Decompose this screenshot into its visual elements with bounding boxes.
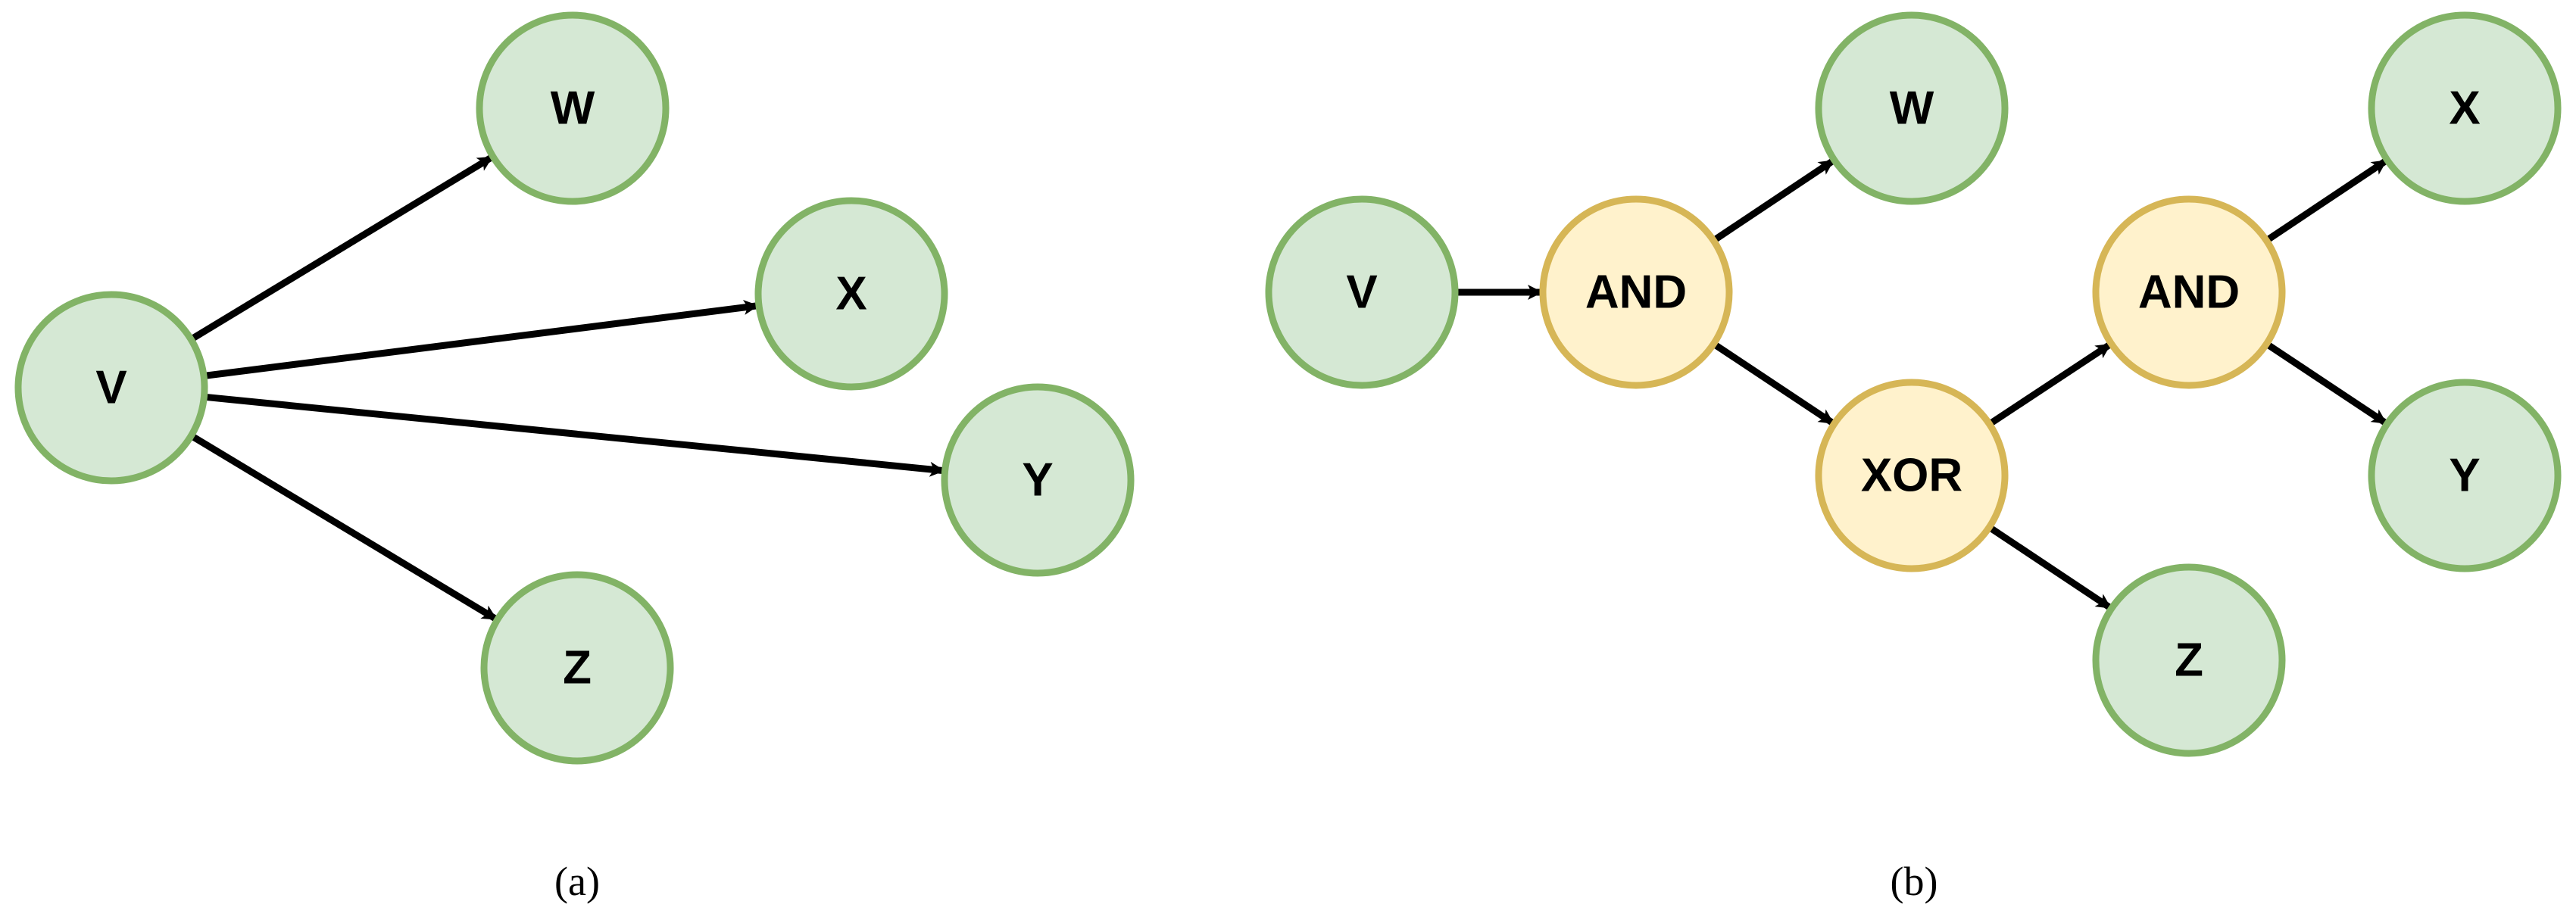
gate-xor-label: XOR [1861,450,1962,502]
node-y: Y [2368,379,2562,572]
node-y-circle [2368,379,2562,572]
arrow-and1-to-xor [1711,341,1835,426]
arrow-and2-to-y [2264,341,2388,426]
node-v: V [14,291,208,485]
panel-b-nodes: V AND W XOR AND X Y Z [1265,11,2562,757]
node-w-label: W [1890,83,1934,135]
node-z-label: Z [563,642,592,694]
node-v-circle [1265,195,1459,389]
gate-and1-label: AND [1585,267,1687,319]
panel-b: V AND W XOR AND X Y Z (b) [1265,11,2562,904]
arrow-v-to-w [189,154,494,343]
node-v-label: V [1346,267,1377,319]
node-w-circle [476,11,670,205]
arrow-v-to-z [189,432,498,622]
node-x-circle [754,197,948,391]
arrow-and1-to-w [1711,157,1835,244]
gate-and2-label: AND [2138,267,2240,319]
arrow-and2-to-x [2264,157,2388,244]
node-w: W [1815,11,2009,205]
node-w-label: W [551,83,595,135]
node-x: X [754,197,948,391]
node-w-circle [1815,11,2009,205]
node-v-label: V [95,362,126,414]
node-w: W [476,11,670,205]
node-z-circle [2092,563,2286,757]
gate-and2-circle [2092,195,2286,389]
node-x-label: X [2449,83,2480,135]
gate-and1-circle [1539,195,1733,389]
node-y-label: Y [2449,450,2480,502]
panel-b-edges [1455,157,2388,611]
node-y-circle [941,383,1135,577]
node-z-label: Z [2175,635,2203,687]
gate-xor-circle [1815,379,2009,572]
node-z: Z [2092,563,2286,757]
panel-b-caption: (b) [1891,859,1938,904]
node-x-circle [2368,11,2562,205]
node-x-label: X [835,268,866,320]
gate-and2: AND [2092,195,2286,389]
node-z: Z [480,571,674,765]
panel-a-nodes: V W X Y Z [14,11,1135,765]
gate-and1: AND [1539,195,1733,389]
panel-a-caption: (a) [554,859,600,904]
panel-a: V W X Y Z (a) [14,11,1135,904]
gate-xor: XOR [1815,379,2009,572]
node-v: V [1265,195,1459,389]
arrow-v-to-y [203,393,945,477]
node-y-label: Y [1022,454,1053,507]
node-z-circle [480,571,674,765]
node-y: Y [941,383,1135,577]
arrow-xor-to-z [1987,524,2112,611]
node-x: X [2368,11,2562,205]
node-v-circle [14,291,208,485]
arrow-xor-to-and2 [1987,341,2112,427]
arrow-v-to-x [203,300,759,379]
panel-a-edges [189,154,945,622]
